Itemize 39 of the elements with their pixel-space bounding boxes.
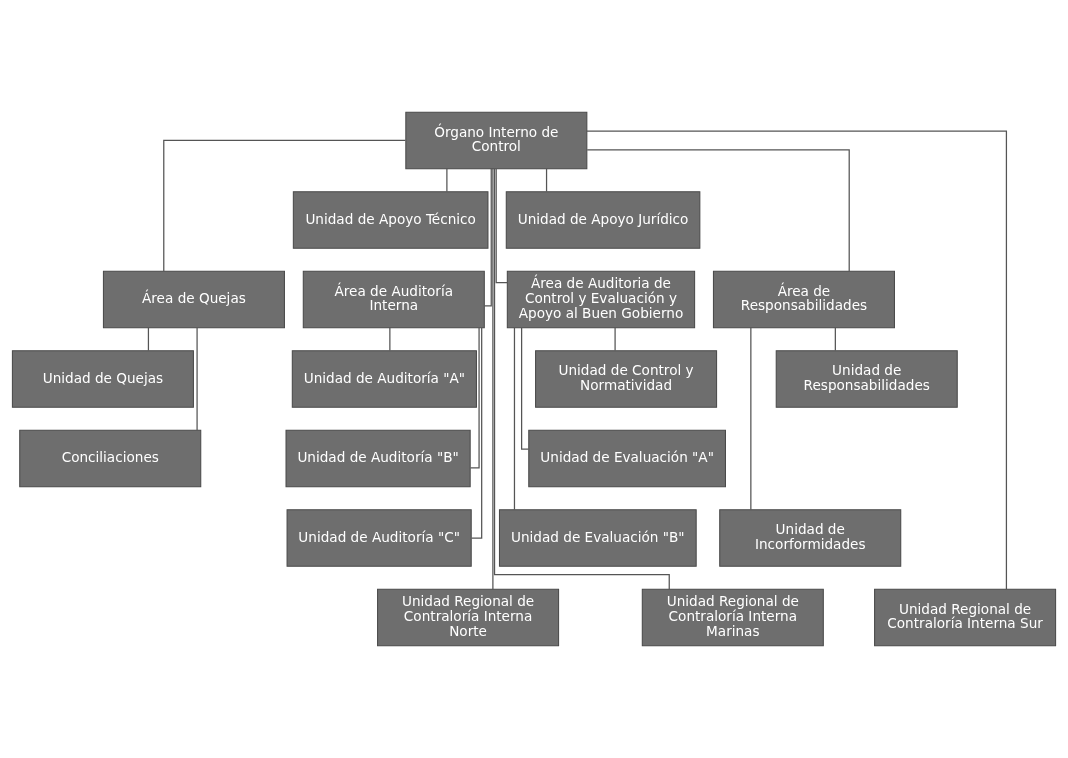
- node-box: Unidad de Evaluación "B": [498, 509, 697, 567]
- connector: [586, 130, 1008, 590]
- node-box: Área de Responsabilidades: [712, 270, 895, 329]
- node-box: Unidad Regional de Contraloría Interna Sur: [874, 588, 1057, 647]
- node-box: Unidad de Control y Normatividad: [535, 350, 718, 408]
- node-box: Unidad de Auditoría "C": [286, 509, 472, 567]
- connector: [492, 168, 494, 590]
- node-box: Unidad de Apoyo Técnico: [292, 191, 489, 249]
- connector: [196, 327, 198, 431]
- node-box: Unidad de Responsabilidades: [775, 350, 958, 408]
- node-box: Conciliaciones: [19, 429, 202, 488]
- connector: [446, 168, 448, 193]
- connector: [545, 168, 548, 193]
- node-box: Área de Auditoria de Control y Evaluación y Apoyo al Buen Gobierno: [506, 270, 696, 329]
- node-box: Unidad de Quejas: [11, 350, 194, 408]
- connector: [470, 327, 483, 539]
- connector: [163, 139, 407, 272]
- node-box: Unidad Regional de Contraloría Interna Marinas: [641, 588, 824, 647]
- connector: [750, 327, 752, 511]
- connector: [483, 168, 492, 307]
- node-box: Unidad de Incorformidades: [719, 509, 902, 567]
- connector: [493, 168, 670, 590]
- node-box: Unidad de Auditoría "A": [291, 350, 477, 408]
- connector: [614, 327, 616, 352]
- connector: [834, 327, 836, 352]
- connector: [521, 327, 530, 450]
- node-box: Área de Quejas: [102, 270, 285, 329]
- connector: [389, 327, 391, 352]
- connector: [586, 149, 850, 272]
- node-box: Órgano Interno de Control: [405, 111, 588, 170]
- node-box: Unidad de Auditoría "B": [285, 429, 471, 488]
- connector: [495, 168, 508, 284]
- node-box: Unidad de Apoyo Jurídico: [505, 191, 701, 249]
- node-box: Unidad de Evaluación "A": [528, 429, 726, 488]
- node-box: Área de Auditoría Interna: [302, 270, 485, 329]
- connector: [513, 327, 516, 511]
- node-box: Unidad Regional de Contraloría Interna Norte: [377, 588, 560, 647]
- connector: [469, 327, 480, 469]
- connector: [147, 327, 150, 352]
